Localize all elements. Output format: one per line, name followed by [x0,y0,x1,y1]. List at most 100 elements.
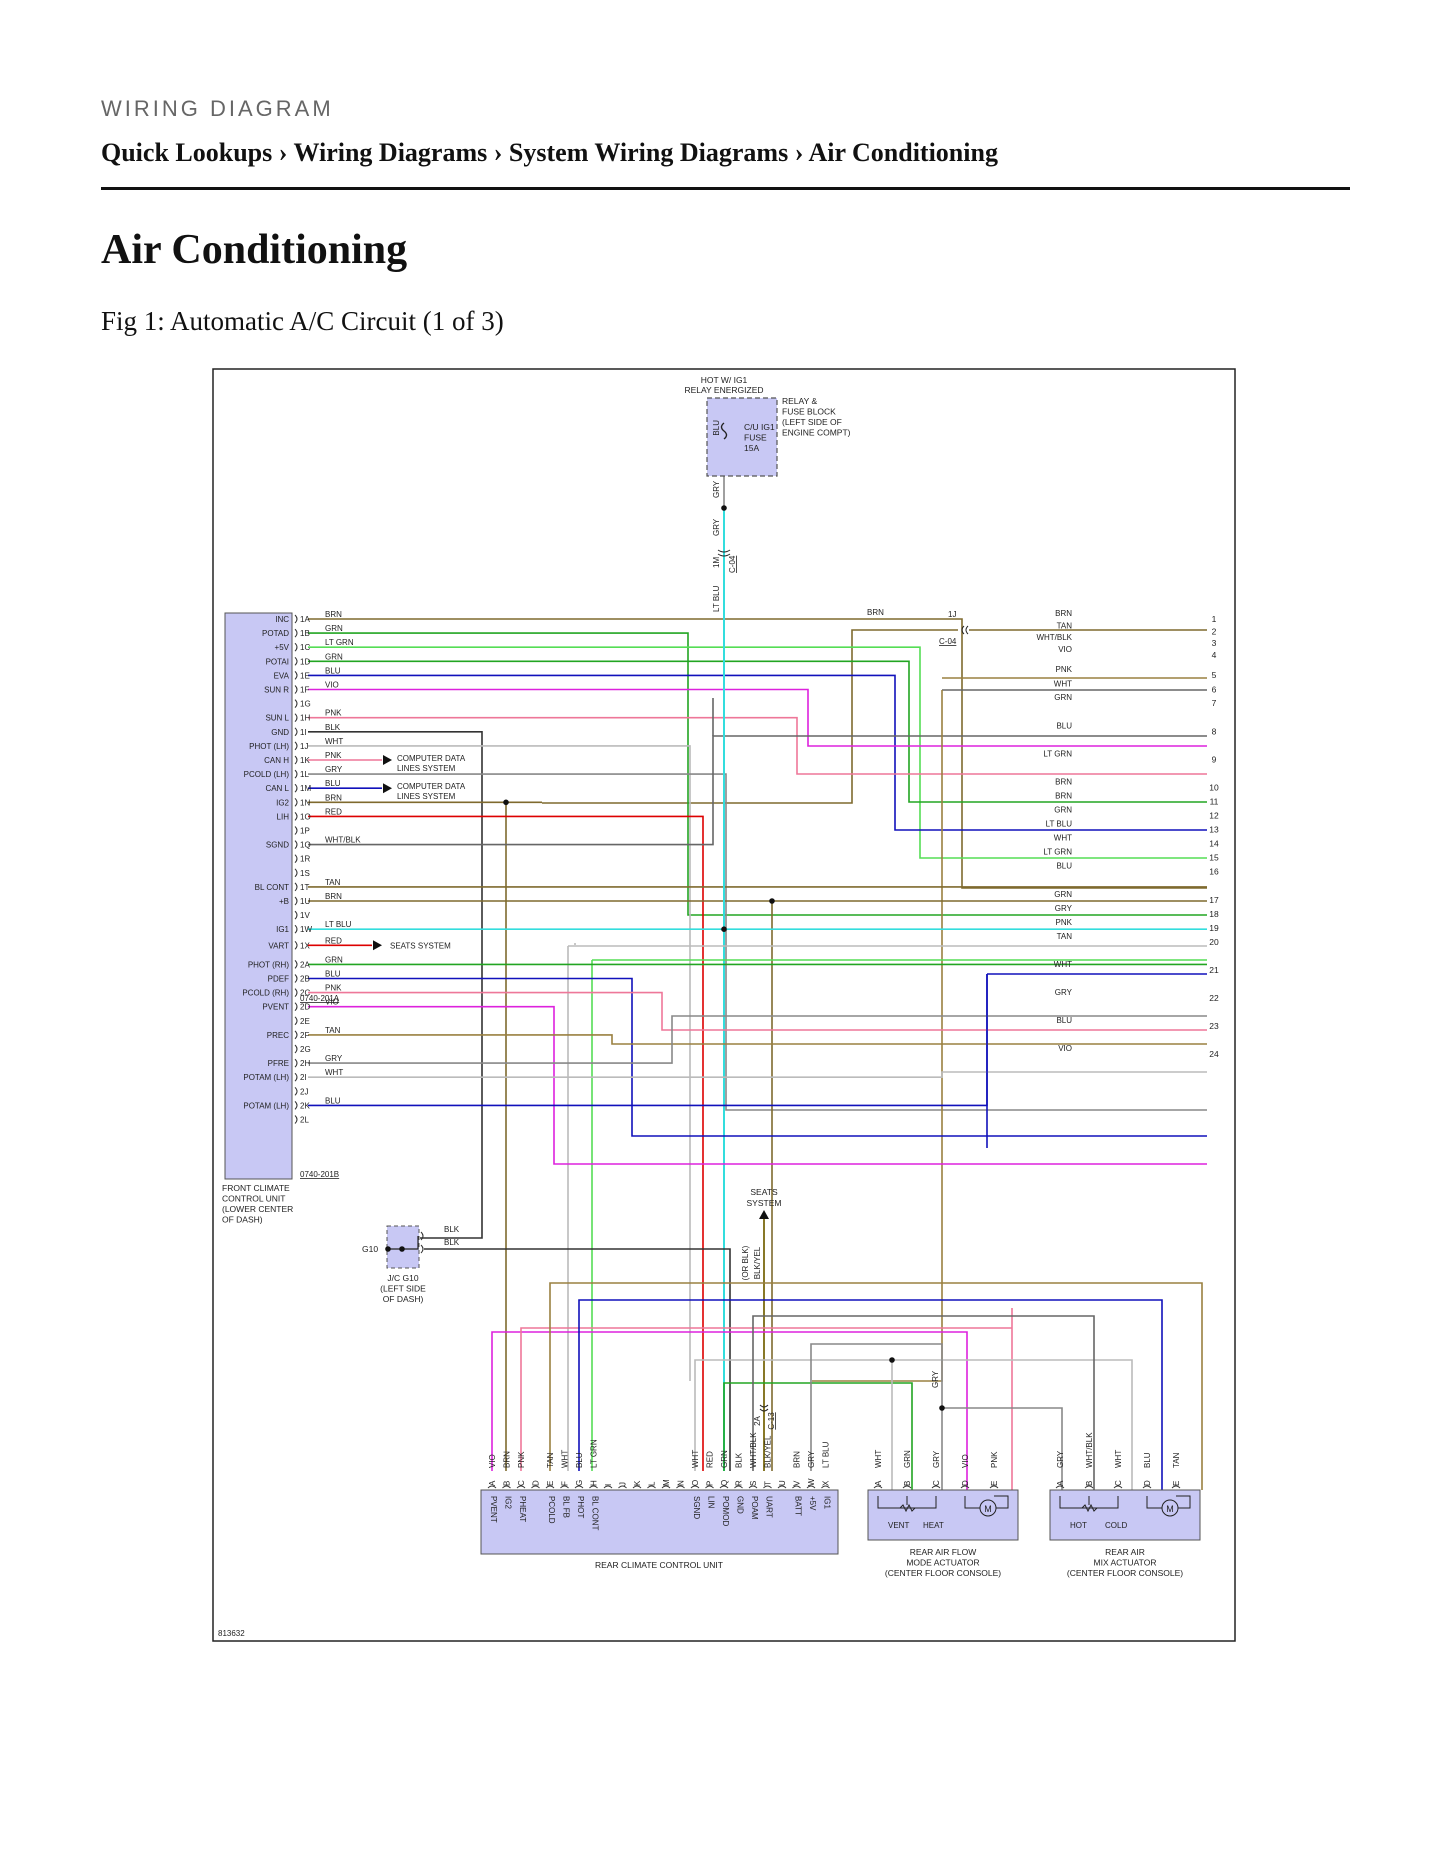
wire-prec [308,1034,1207,1045]
right-wire-label: VIO [1058,645,1072,654]
pin-hook [294,882,298,892]
breadcrumb-current: Air Conditioning [808,138,998,167]
rear-unit-pin-fn: PHOT [576,1496,585,1518]
c04-left-label: BRN [867,608,884,617]
connector-c04-hook [961,625,969,635]
connector-c04: C-04 [728,555,737,573]
front-unit-pin-id: 1G [300,700,311,709]
pin-hook [294,854,298,864]
fuse-label: FUSE [744,433,767,443]
actuator-name: REAR AIR [1105,1547,1145,1557]
right-wire-label: WHT/BLK [1036,633,1072,642]
rear-unit-pin-id: M [662,1479,671,1486]
right-wire-label: GRN [1054,890,1072,899]
front-unit-pin-id: 1V [300,911,310,920]
front-unit-pin-id: 2C [300,989,310,998]
arrow-can-h [383,755,392,765]
front-unit-wire-label: WHT/BLK [325,836,361,845]
wire-label-gry: GRY [712,480,721,498]
splice-rear-gry [939,1405,945,1411]
actuator-position-label: COLD [1105,1521,1127,1530]
motor-label: M [984,1504,992,1514]
pin-hook [294,1101,298,1110]
rear-unit-wire-label: GRY [807,1450,816,1468]
front-unit-pin-id: 1E [300,671,310,680]
pin-hook [574,1485,584,1489]
rear-unit-pin-id: K [633,1480,642,1486]
actuator-wire-label: GRN [903,1450,912,1468]
power-label: RELAY ENERGIZED [684,385,763,395]
pin-hook [294,614,298,624]
actuator-wire-label: WHT [874,1450,883,1468]
actuator-name: (CENTER FLOOR CONSOLE) [885,1568,1001,1578]
breadcrumb-quick-lookups[interactable]: Quick Lookups [101,138,273,167]
front-unit-pin-id: 2K [300,1101,310,1110]
front-unit-wire-label: TAN [325,1026,341,1035]
pin-hook [705,1485,714,1489]
power-label: HOT W/ IG1 [701,375,748,385]
breadcrumb-separator: › [794,138,804,167]
front-unit-name: OF DASH) [222,1215,263,1225]
front-unit-pin-fn: PHOT (LH) [249,742,289,751]
rear-unit-pin-fn: LIN [707,1496,716,1509]
pin-hook [294,896,298,906]
actuator-wire-label: TAN [1172,1452,1181,1468]
wire-potai [308,660,1207,803]
jc-g10-bus [388,1236,419,1250]
wire-rear-5v [810,1343,943,1490]
ground-g10-desc: (LEFT SIDE [380,1284,426,1294]
actuator-pin-id: E [1172,1481,1181,1486]
front-unit-pin-id: 1F [300,686,309,695]
front-unit-pin-id: 1J [300,742,308,751]
rear-unit-pin-id: P [706,1481,715,1486]
pin-hook [1142,1485,1152,1489]
pin-hook [1055,1485,1065,1489]
rear-unit-pin-id: D [532,1480,541,1486]
ground-dot [385,1246,391,1252]
c04-connector: C-04 [939,637,957,646]
right-connection-number: 24 [1209,1049,1219,1059]
breadcrumb-wiring-diagrams[interactable]: Wiring Diagrams [293,138,488,167]
right-connection-number: 20 [1209,937,1219,947]
front-unit-wire-label: PNK [325,984,342,993]
pin-hook [294,924,298,934]
wire-lih [308,815,704,1471]
right-connection-number: 15 [1209,853,1219,863]
pin-hook [294,656,298,666]
right-wire-label: GRN [1054,806,1072,815]
breadcrumb-system-wiring-diagrams[interactable]: System Wiring Diagrams [508,138,789,167]
front-unit-pin-fn: GND [271,728,289,737]
splice-plus-b [769,898,775,904]
pin-hook [294,940,298,950]
motor-label: M [1166,1504,1174,1514]
front-unit-wire-label: RED [325,936,342,945]
actuator-pin-id: C [1114,1480,1123,1486]
pin-hook [873,1485,883,1489]
actuator-pin-id: B [903,1481,912,1486]
rear-unit-pin-id: V [793,1480,802,1486]
rear-unit-pin-id: Q [720,1480,729,1486]
right-wire-label: GRY [1055,988,1073,997]
right-wire-label: LT GRN [1043,848,1072,857]
right-connection-number: 13 [1209,825,1219,835]
arrow-can-l [383,783,392,794]
pin-hook [487,1485,497,1489]
right-connection-number: 12 [1209,811,1219,821]
front-unit-wire-label: GRY [325,765,343,774]
front-unit-pin-id: 1T [300,883,309,892]
front-unit-pin-id: 2D [300,1003,310,1012]
front-unit-wire-label: LT GRN [325,638,354,647]
front-climate-control-unit [224,612,293,1180]
fuse-icon [720,422,728,440]
front-unit-pin-id: 2L [300,1116,309,1125]
right-connection-number: 10 [1209,783,1219,793]
rear-unit-pin-fn: +5V [808,1496,817,1511]
right-wire-label: VIO [1058,1044,1072,1053]
pin-hook [294,713,298,723]
wire-rear-pomod [723,1382,913,1490]
rear-unit-pin-fn: BL FB [562,1496,571,1518]
seats-wire-label: BLK/YEL [753,1246,762,1279]
front-unit-pin-id: 2B [300,975,310,984]
right-connection-number: 2 [1212,627,1217,637]
pin-hook [420,1231,424,1241]
